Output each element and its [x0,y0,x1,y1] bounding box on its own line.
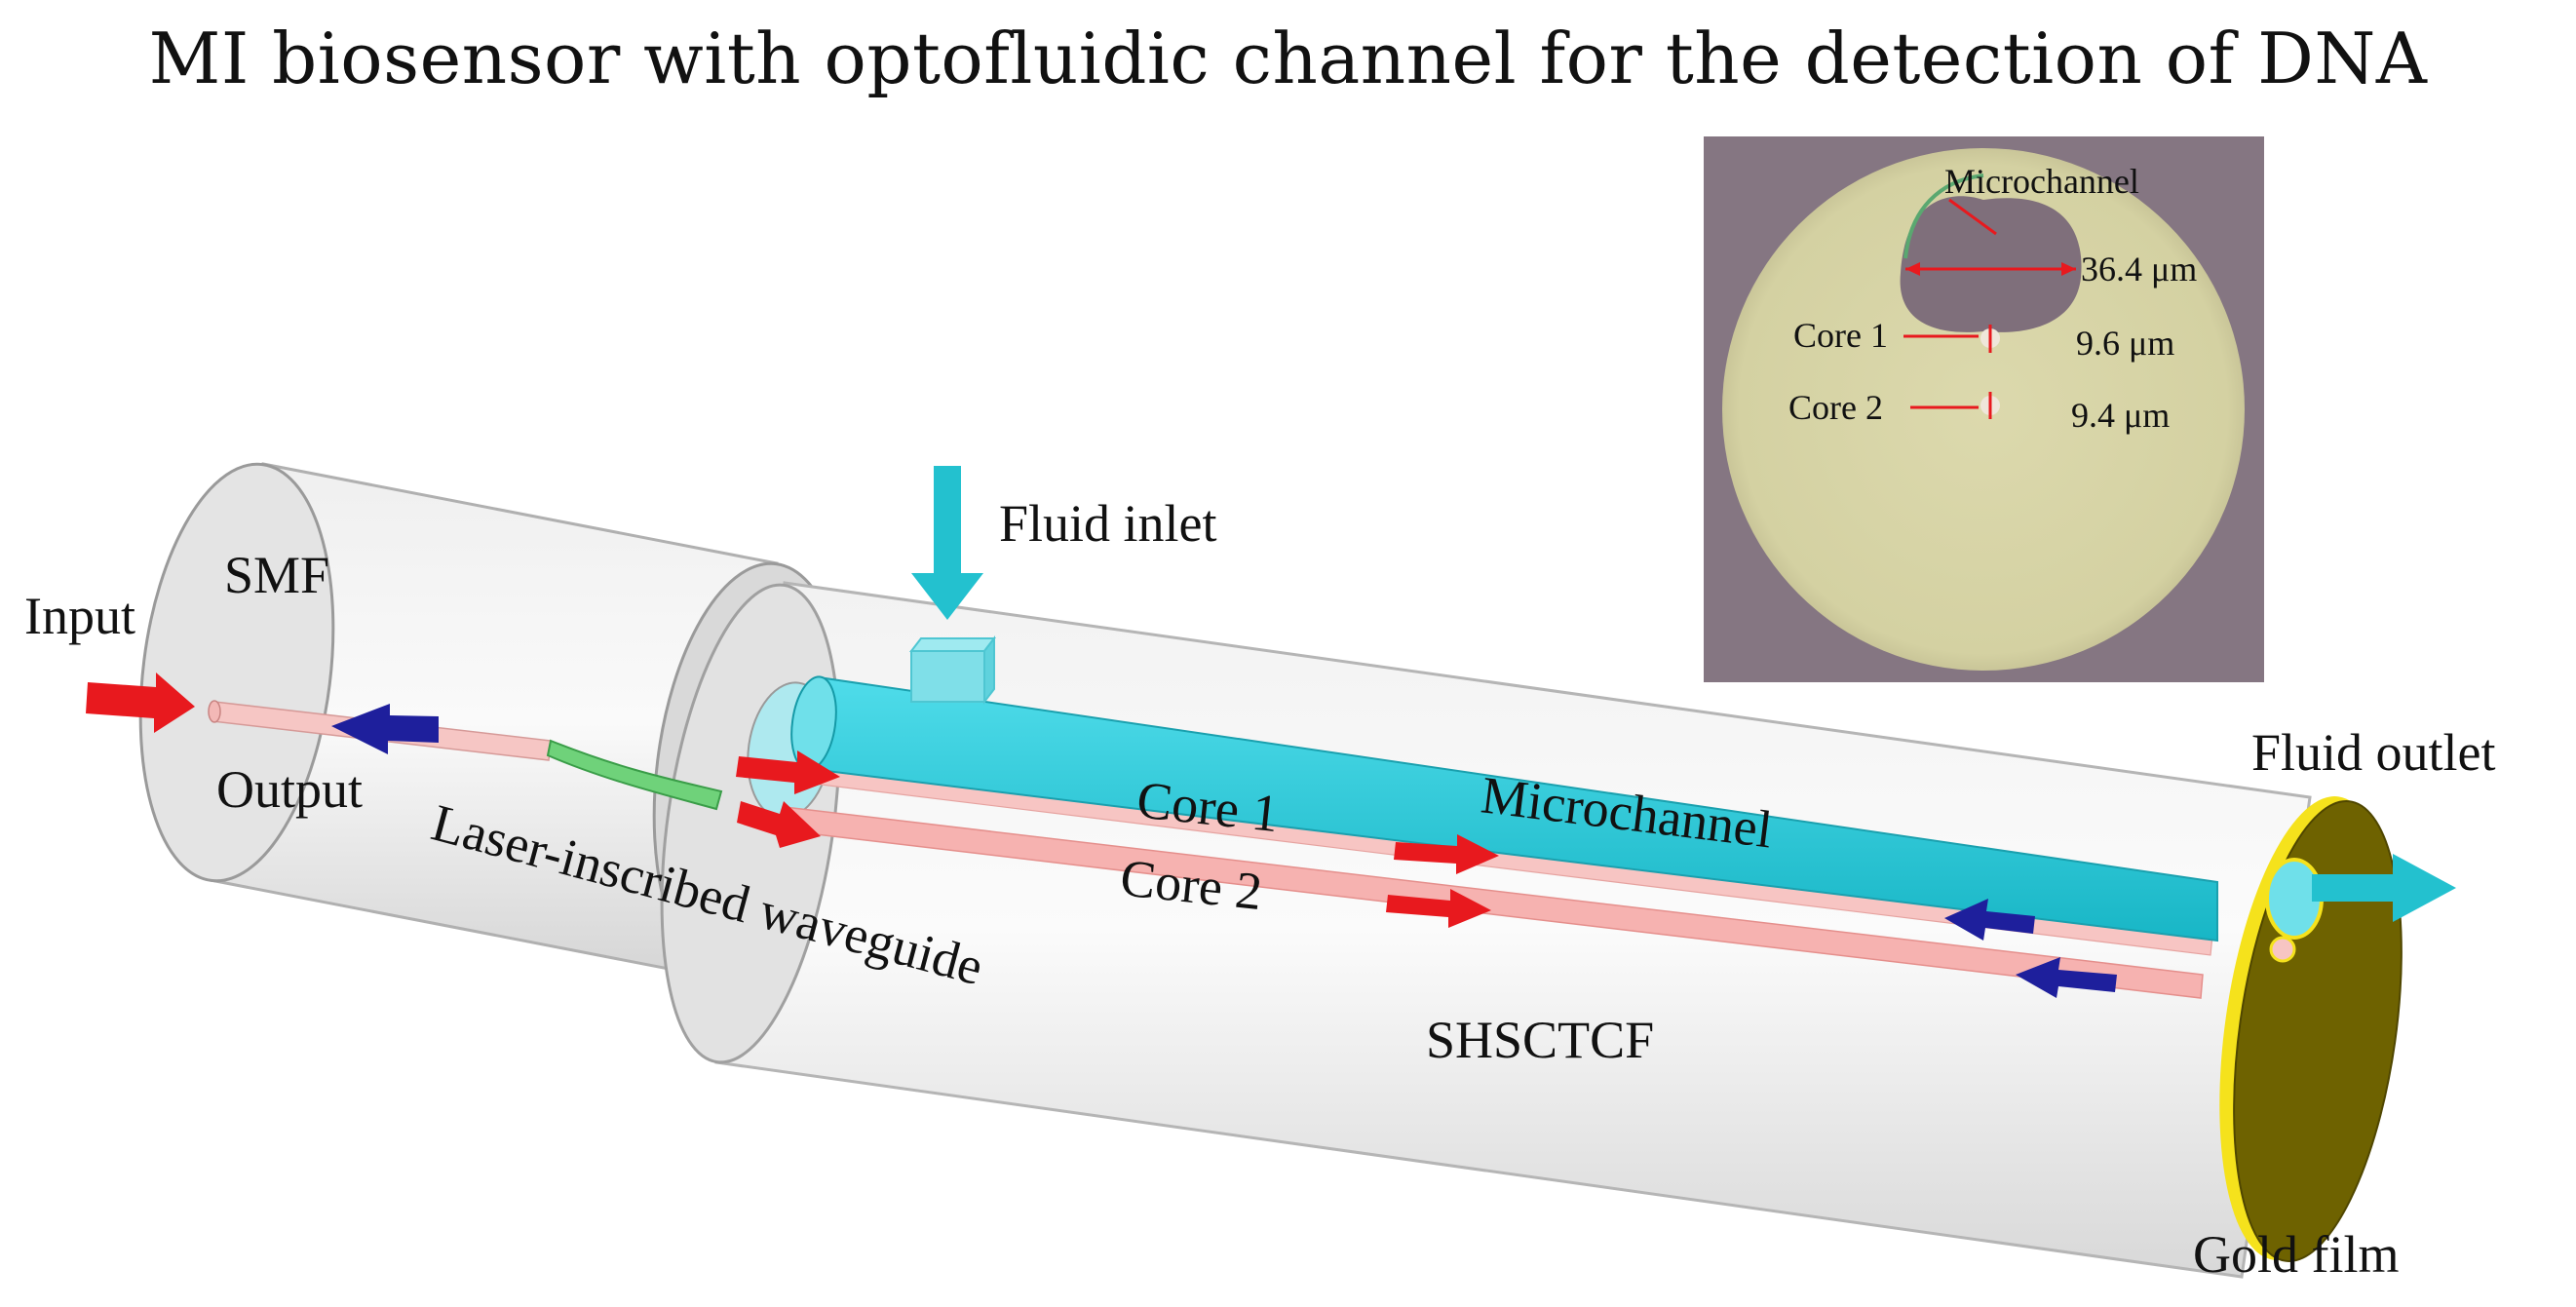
input-label: Input [24,587,135,645]
inset-core2-label: Core 2 [1788,388,1883,427]
fluid-inlet-arrow [911,466,983,620]
fluid-outlet-arrow [2312,854,2456,922]
shsctcf-label: SHSCTCF [1426,1011,1654,1069]
return-arrow-core2 [2016,957,2117,998]
forward-arrow-core1-mid [1394,834,1499,874]
forward-arrow-core1-start [736,750,840,794]
input-arrow [86,673,195,733]
smf-label: SMF [224,546,329,604]
gold-film [2219,796,2403,1262]
return-arrow-core1 [1944,899,2035,941]
diagram-title: MI biosensor with optofluidic channel fo… [148,18,2428,99]
inset-microchannel-label: Microchannel [1944,162,2139,201]
microchannel [790,675,2218,942]
inset-core1-label: Core 1 [1793,316,1888,355]
inset-micrograph: Microchannel 36.4 μm Core 1 9.6 μm Core … [1704,136,2264,682]
output-label: Output [216,760,363,819]
fluid-inlet-label: Fluid inlet [999,494,1217,553]
laser-waveguide [546,739,723,811]
output-arrow [331,704,439,754]
fluid-inlet [908,466,997,705]
inset-dim-microchannel: 36.4 μm [2081,250,2197,288]
inset-dim-core2: 9.4 μm [2071,396,2170,435]
fluid-outlet-label: Fluid outlet [2251,723,2496,782]
forward-arrow-core2-start [737,801,821,848]
gold-film-label: Gold film [2193,1225,2400,1284]
inset-dim-core1: 9.6 μm [2076,324,2174,363]
forward-arrow-core2-mid [1386,889,1491,928]
